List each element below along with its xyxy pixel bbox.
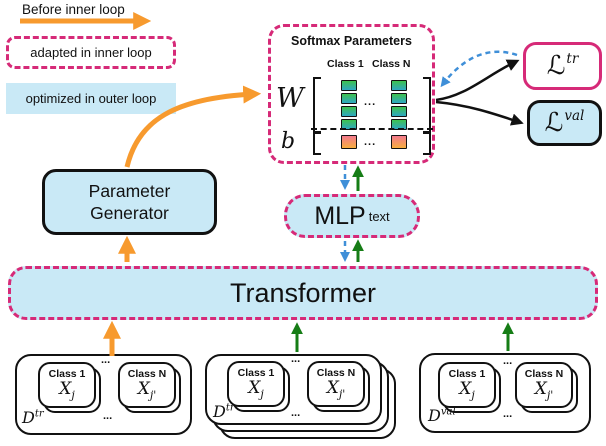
class-card-front: Class 1 Xj xyxy=(38,362,96,408)
arrow-train-loss-grad-to-softmax xyxy=(440,50,518,88)
softmax-title: Softmax Parameters xyxy=(291,34,412,48)
mlp-sub-label: text xyxy=(368,208,390,224)
val-loss-symbol: ℒ xyxy=(544,108,564,138)
b-ellipsis: ... xyxy=(364,136,377,148)
class-1-card: Class 1 Xj xyxy=(227,361,290,412)
legend-optimized-outer-loop-box: optimized in outer loop xyxy=(6,83,176,114)
train-loss-sup: tr xyxy=(566,51,579,67)
w-column-classN xyxy=(391,80,407,130)
arrow-softmax-to-train-loss xyxy=(435,59,520,102)
class-name: Class N xyxy=(316,367,356,379)
class-1-card: Class 1 Xj xyxy=(438,362,501,413)
dataset-ellipsis-bottom: ... xyxy=(103,410,113,422)
class-N-card: Class N Xj' xyxy=(307,361,370,412)
class-N-card: Class N Xj' xyxy=(118,362,181,413)
w-b-separator xyxy=(311,128,433,130)
dataset-ellipsis-top: ... xyxy=(503,355,513,367)
w-left-bracket xyxy=(313,77,321,133)
w-weight-cell xyxy=(391,106,407,117)
parameter-generator-line2: Generator xyxy=(90,203,169,223)
dataset-ellipsis-top: ... xyxy=(101,354,111,366)
legend-optimized-label: optimized in outer loop xyxy=(25,91,157,106)
mlp-label: MLP xyxy=(314,201,366,230)
dataset-label: Dval xyxy=(428,406,456,425)
class-card-front: Class N Xj' xyxy=(307,361,365,407)
dataset-dtr-1: ... Class 1 Xj Class N Xj' ... Dtr xyxy=(15,354,192,435)
class-sample-symbol: Xj' xyxy=(326,378,346,401)
dataset-label: Dtr xyxy=(213,402,235,421)
dataset-ellipsis-bottom: ... xyxy=(503,408,513,420)
softmax-class1-label: Class 1 xyxy=(327,58,364,70)
class-1-card: Class 1 Xj xyxy=(38,362,101,413)
class-name: Class 1 xyxy=(448,368,486,380)
softmax-classN-label: Class N xyxy=(372,58,411,70)
train-loss-box: ℒ tr xyxy=(523,42,602,90)
weight-matrix-symbol: W xyxy=(276,83,304,114)
b-bias-cell xyxy=(391,135,407,149)
class-sample-symbol: Xj' xyxy=(137,379,157,402)
class-name: Class 1 xyxy=(48,368,86,380)
class-card-front: Class N Xj' xyxy=(118,362,176,408)
b-bias-cell xyxy=(341,135,357,149)
w-weight-cell xyxy=(341,106,357,117)
dataset-label: Dtr xyxy=(22,408,44,427)
class-card-front: Class 1 Xj xyxy=(438,362,496,408)
class-card-front: Class N Xj' xyxy=(515,362,573,408)
transformer-label: Transformer xyxy=(229,277,377,308)
dataset-ellipsis-bottom: ... xyxy=(291,407,301,419)
w-column-class1 xyxy=(341,80,357,130)
b-right-bracket xyxy=(423,132,431,155)
parameter-generator-box: Parameter Generator xyxy=(42,169,217,235)
class-card-front: Class 1 Xj xyxy=(227,361,285,407)
class-sample-symbol: Xj xyxy=(248,378,264,401)
class-name: Class 1 xyxy=(237,367,275,379)
legend-adapted-inner-loop-box: adapted in inner loop xyxy=(6,36,176,69)
w-weight-cell xyxy=(341,80,357,91)
w-ellipsis: ... xyxy=(364,96,377,108)
w-right-bracket xyxy=(423,77,431,133)
parameter-generator-line1: Parameter xyxy=(88,180,171,201)
val-loss-sup: val xyxy=(564,108,585,124)
w-weight-cell xyxy=(391,93,407,104)
class-sample-symbol: Xj xyxy=(59,379,75,402)
val-loss-box: ℒ val xyxy=(527,100,602,146)
class-N-card: Class N Xj' xyxy=(515,362,578,413)
w-weight-cell xyxy=(341,93,357,104)
train-loss-symbol: ℒ xyxy=(546,51,566,81)
legend-adapted-label: adapted in inner loop xyxy=(30,45,152,60)
b-left-bracket xyxy=(313,132,321,155)
class-sample-symbol: Xj xyxy=(459,379,475,402)
class-name: Class N xyxy=(127,368,167,380)
transformer-box: Transformer xyxy=(8,266,598,320)
w-weight-cell xyxy=(391,80,407,91)
arrow-softmax-to-val-loss xyxy=(435,100,524,126)
dataset-ellipsis-top: ... xyxy=(291,353,301,365)
legend-before-inner-loop-label: Before inner loop xyxy=(22,2,125,17)
softmax-parameters-box: Softmax Parameters Class 1 Class N W ...… xyxy=(268,24,435,164)
class-sample-symbol: Xj' xyxy=(534,379,554,402)
bias-vector-symbol: b xyxy=(281,129,296,154)
class-name: Class N xyxy=(524,368,564,380)
dataset-dtr-2: ... Class 1 Xj Class N Xj' ... Dtr xyxy=(205,353,397,446)
dataset-dval: ... Class 1 Xj Class N Xj' ... Dval xyxy=(419,353,591,433)
